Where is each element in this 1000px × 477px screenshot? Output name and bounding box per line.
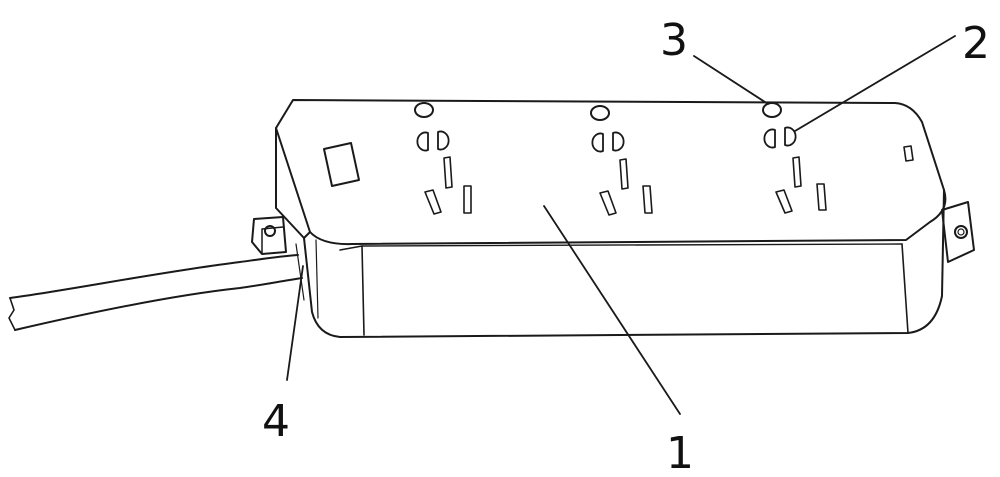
top-panel (275, 99, 947, 246)
leader-line-1 (543, 205, 681, 415)
strip-body (275, 99, 947, 338)
leader-line-2 (794, 35, 956, 132)
leader-lines (286, 35, 956, 415)
part-label-3: 3 (660, 15, 688, 66)
socket-3 (762, 102, 827, 214)
socket-2 (590, 105, 653, 216)
right-mounting-tab (941, 201, 975, 263)
right-indicator (903, 145, 914, 162)
part-label-1: 1 (666, 428, 694, 477)
front-face (303, 189, 945, 338)
socket-1 (414, 102, 472, 215)
leader-line-3 (693, 55, 769, 105)
part-label-4: 4 (262, 396, 290, 447)
part-labels: 1 2 3 4 (262, 15, 990, 477)
part-label-2: 2 (962, 18, 990, 69)
socket-2-indicator-light (590, 105, 610, 121)
leader-line-4 (286, 265, 304, 381)
socket-3-indicator-light (762, 102, 782, 118)
power-switch (323, 142, 360, 187)
left-side-face (275, 127, 311, 239)
socket-1-indicator-light (414, 102, 434, 118)
power-cable (8, 254, 303, 331)
left-mounting-tab (251, 216, 287, 255)
